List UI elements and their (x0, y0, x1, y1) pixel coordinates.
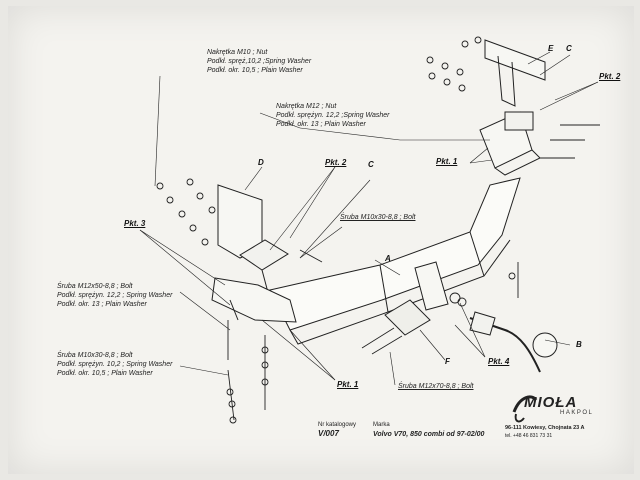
point-pkt2-mid: Pkt. 2 (325, 158, 347, 167)
brand-sub: HAKPOL (560, 410, 594, 416)
brand-phone: tel. +48 46 831 73 31 (505, 433, 553, 439)
catalog-marka-label: Marka (373, 422, 390, 428)
catalog-nr-label: Nr katalogowy (318, 422, 357, 428)
label-bolt-m12x70: Śruba M12x70-8,8 ; Bolt (398, 383, 474, 390)
socket-plate-f (384, 299, 431, 336)
brand-address: 96-111 Kowiesy, Chojnata 23 A (505, 425, 585, 431)
label-nut-m12-2: Podkł. sprężyn. 12,2 ;Spring Washer (276, 112, 390, 119)
point-pkt1-right: Pkt. 1 (436, 157, 458, 166)
label-bolt-m12x50-1: Śruba M12x50-8,8 ; Bolt (57, 283, 133, 290)
label-nut-m12-1: Nakrętka M12 ; Nut (276, 103, 337, 110)
fasteners (156, 36, 600, 424)
label-bolt-m10x30-low-1: Śruba M10x30-8,8 ; Bolt (57, 352, 133, 359)
part-tag-d: D (258, 158, 264, 167)
label-bolt-m12x50-3: Podkł. okr. 13 ; Plain Washer (57, 301, 147, 308)
part-tag-c-top: C (566, 44, 572, 53)
catalog-marka-value: Volvo V70, 850 combi od 97-02/00 (373, 431, 485, 438)
label-nut-m12-3: Podkł. okr. 13 ; Plain Washer (276, 121, 366, 128)
point-pkt4: Pkt. 4 (488, 357, 510, 366)
part-tag-a: A (385, 254, 391, 263)
label-nut-m10-3: Podkł. okr. 10,5 ; Plain Washer (207, 67, 303, 74)
point-pkt1-left: Pkt. 1 (337, 380, 359, 389)
catalog-nr-value: V/007 (318, 429, 339, 438)
label-bolt-m10x30-mid: Śruba M10x30-8,8 ; Bolt (340, 214, 416, 221)
point-pkt3: Pkt. 3 (124, 219, 146, 228)
cross-beam-a (269, 177, 521, 331)
label-bolt-m10x30-low-3: Podkł. okr. 10,5 ; Plain Washer (57, 370, 153, 377)
hakpol-logo (512, 395, 538, 423)
leader-lines (139, 51, 599, 386)
plate-e (504, 111, 534, 131)
brand-name: MIOŁA (524, 394, 578, 411)
label-bolt-m10x30-low-2: Podkł. sprężyn. 10,2 ; Spring Washer (57, 361, 173, 368)
point-pkt2-top: Pkt. 2 (599, 72, 621, 81)
bracket-lower-left (211, 277, 297, 323)
label-nut-m10-2: Podkł. spręż,10,2 ;Spring Washer (207, 58, 312, 65)
part-tag-e: E (548, 44, 554, 53)
towball-b (469, 317, 541, 373)
part-tag-f: F (445, 357, 450, 366)
part-tag-b: B (576, 340, 582, 349)
label-nut-m10-1: Nakrętka M10 ; Nut (207, 49, 268, 56)
label-bolt-m12x50-2: Podkł. sprężyn. 12,2 ; Spring Washer (57, 292, 173, 299)
part-tag-c-mid: C (368, 160, 374, 169)
